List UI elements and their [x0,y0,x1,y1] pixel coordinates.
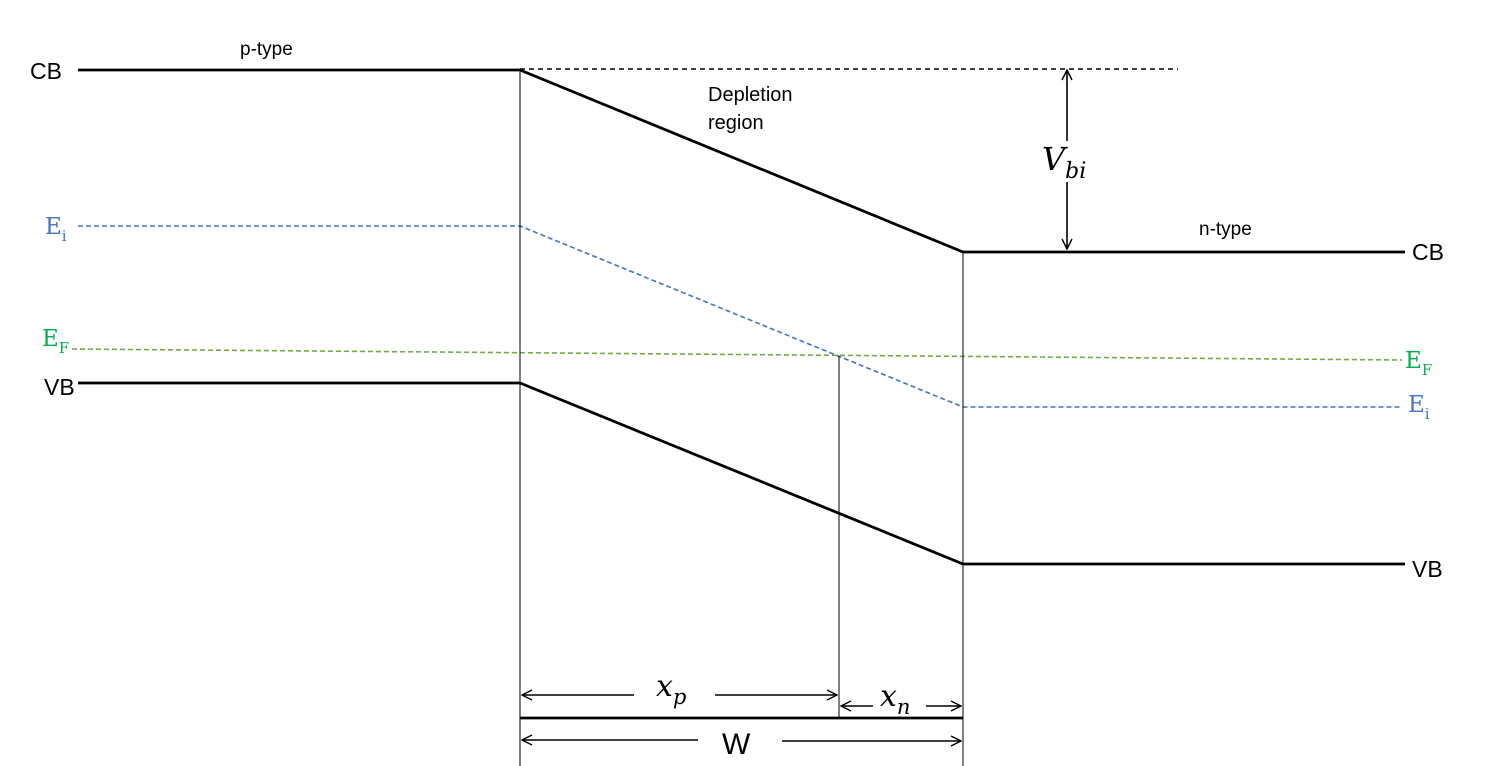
vbi-label: Vbi [1042,140,1086,184]
fermi-level-line [71,348,1403,361]
conduction-band [78,68,1405,254]
w-label: W [722,728,751,761]
cb-left-label: CB [30,58,62,84]
n-type-label: n-type [1199,219,1252,240]
ei-right-label: Ei [1408,392,1430,423]
ef-left-label: EF [42,326,69,357]
xp-label: xp [656,669,686,709]
intrinsic-level-line [78,225,1400,408]
ef-right-label: EF [1405,348,1432,379]
xn-label: xn [880,679,910,719]
depletion-region-label-line2: region [708,112,764,134]
valence-band [78,381,1405,566]
vb-right-label: VB [1412,556,1443,582]
depletion-region-label-line1: Depletion [708,84,793,106]
cb-right-label: CB [1412,239,1444,265]
p-type-label: p-type [240,39,293,60]
ei-left-label: Ei [45,214,67,245]
vb-left-label: VB [44,374,75,400]
